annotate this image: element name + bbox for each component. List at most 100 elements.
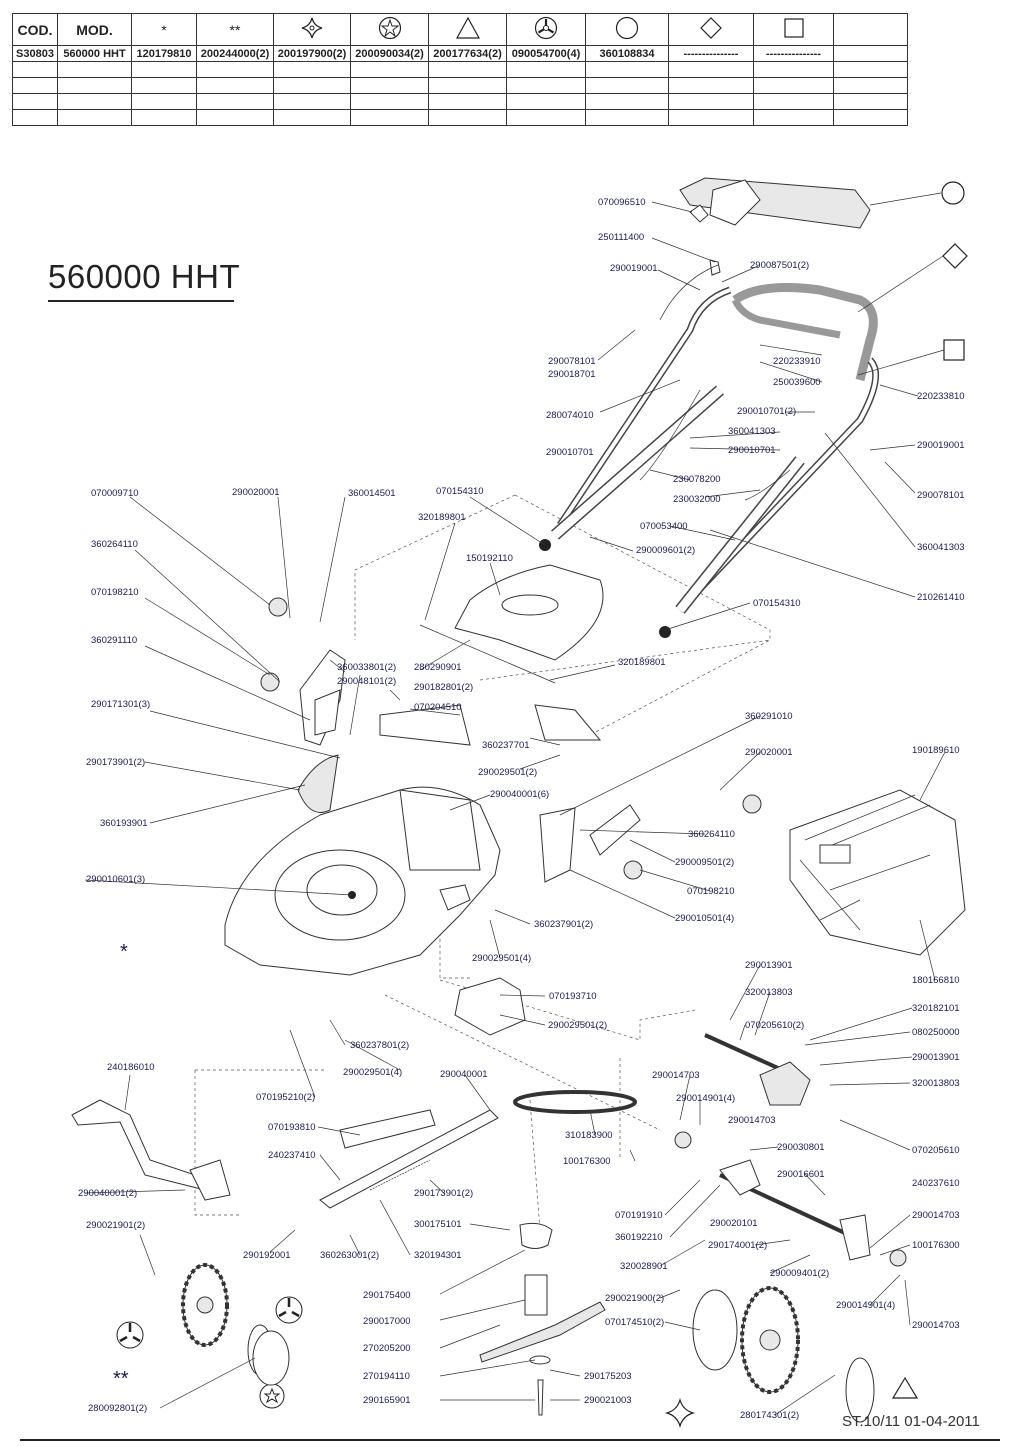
part-label: 290175400 [363, 1290, 411, 1301]
part-label: 290014703 [912, 1320, 960, 1331]
part-label: 360192210 [615, 1232, 663, 1243]
part-label: 290018701 [548, 369, 596, 380]
part-label: 070191910 [615, 1210, 663, 1221]
part-label: 290014901(4) [676, 1093, 735, 1104]
circle-icon [941, 181, 965, 205]
part-label: 360041303 [917, 542, 965, 553]
part-label: 070009710 [91, 488, 139, 499]
mower-deck [224, 786, 501, 976]
part-label: 290040001 [440, 1069, 488, 1080]
part-label: 360237801(2) [350, 1040, 409, 1051]
part-label: 070154310 [753, 598, 801, 609]
part-labels: 070096510 250111400 290019001 290087501(… [78, 197, 965, 1421]
star-four-icon [664, 1397, 696, 1429]
part-label: 290009501(2) [675, 857, 734, 868]
part-label: 290192001 [243, 1250, 291, 1261]
part-label: 290182801(2) [414, 682, 473, 693]
part-label: 270205200 [363, 1343, 411, 1354]
part-label: 070205610 [912, 1145, 960, 1156]
hubcap [252, 1330, 290, 1386]
part-label: 320189801 [618, 657, 666, 668]
cover-symbols [116, 181, 968, 1429]
part-label: 290010601(3) [86, 874, 145, 885]
part-label: 290014901(4) [836, 1300, 895, 1311]
part-label: 290029501(4) [343, 1067, 402, 1078]
col-triangle [428, 13, 507, 46]
part-label: 320189801 [418, 512, 466, 523]
cell-star: 120179810 [131, 45, 197, 62]
deck-star-marker: * [120, 941, 128, 963]
part-label: 290174001(2) [708, 1240, 767, 1251]
part-label: 100176300 [563, 1156, 611, 1167]
part-label: 310183900 [565, 1130, 613, 1141]
blade-assembly [479, 1222, 606, 1416]
part-label: 070154310 [436, 486, 484, 497]
part-label: 360193901 [100, 818, 148, 829]
part-label: 290013901 [912, 1052, 960, 1063]
wheel-double-star-marker: ** [113, 1368, 129, 1390]
part-label: 290014703 [728, 1115, 776, 1126]
square-icon [943, 339, 965, 361]
part-label: 290016601 [777, 1169, 825, 1180]
part-label: 290017000 [363, 1316, 411, 1327]
part-label: 280290901 [414, 662, 462, 673]
part-label: 290029501(2) [478, 767, 537, 778]
model-title: 560000 HHT [48, 258, 241, 295]
diamond-icon [700, 17, 722, 39]
part-label: 070193810 [268, 1122, 316, 1133]
part-label: 360291110 [91, 635, 137, 646]
part-label: 290021003 [584, 1395, 632, 1406]
part-label: 360264110 [688, 829, 735, 840]
part-label: 070096510 [598, 197, 646, 208]
part-label: 290173901(2) [414, 1188, 473, 1199]
part-label: 220233810 [917, 391, 965, 402]
assembly-dashed-lines [194, 494, 771, 1231]
part-label: 360014501 [348, 488, 396, 499]
drive-belt [513, 1090, 637, 1114]
part-label: 290010701 [728, 445, 776, 456]
title-underline [48, 300, 234, 302]
part-label: 290009401(2) [770, 1268, 829, 1279]
cables [639, 264, 791, 501]
part-label: 320013803 [912, 1078, 960, 1089]
cell-triangle: 200177634(2) [428, 45, 507, 62]
part-label: 290165901 [363, 1395, 411, 1406]
lower-handle [539, 385, 805, 638]
tri-spoke-icon [116, 1321, 144, 1349]
tri-spoke-icon [275, 1296, 303, 1324]
revision-date: ST.10/11 01-04-2011 [842, 1413, 980, 1430]
part-label: 240237410 [268, 1150, 316, 1161]
part-label: 290171301(3) [91, 699, 150, 710]
part-label: 290010501(4) [675, 913, 734, 924]
part-label: 290014703 [912, 1210, 960, 1221]
deflectors [297, 704, 602, 813]
part-label: 250039600 [773, 377, 821, 388]
cell-diamond: --------------- [668, 45, 754, 62]
part-label: 290048101(2) [337, 676, 396, 687]
part-label: 070205610(2) [745, 1020, 804, 1031]
part-label: 290029501(2) [548, 1020, 607, 1031]
part-label: 290009601(2) [636, 545, 695, 556]
part-label: 320194301 [414, 1250, 462, 1261]
diamond-icon [942, 243, 968, 269]
height-adjust-brackets [260, 597, 762, 883]
part-label: 290087501(2) [750, 260, 809, 271]
part-label: 240186010 [107, 1062, 155, 1073]
part-label: 290010701 [546, 447, 594, 458]
part-label: 290173901(2) [86, 757, 145, 768]
part-label: 240237610 [912, 1178, 960, 1189]
part-label: 290013901 [745, 960, 793, 971]
footer-rule [20, 1439, 1000, 1441]
part-label: 360033801(2) [337, 662, 396, 673]
rear-wheel [692, 1286, 875, 1423]
part-label: 220233910 [773, 356, 821, 367]
part-label: 230078200 [673, 474, 721, 485]
part-label: 070198210 [687, 886, 735, 897]
part-label: 300175101 [414, 1219, 462, 1230]
part-label: 280092801(2) [88, 1403, 147, 1414]
part-label: 320013803 [745, 987, 793, 998]
cell-circle: 360108834 [585, 45, 669, 62]
tri-spoke-icon [534, 16, 558, 40]
star-four-icon [301, 17, 323, 39]
